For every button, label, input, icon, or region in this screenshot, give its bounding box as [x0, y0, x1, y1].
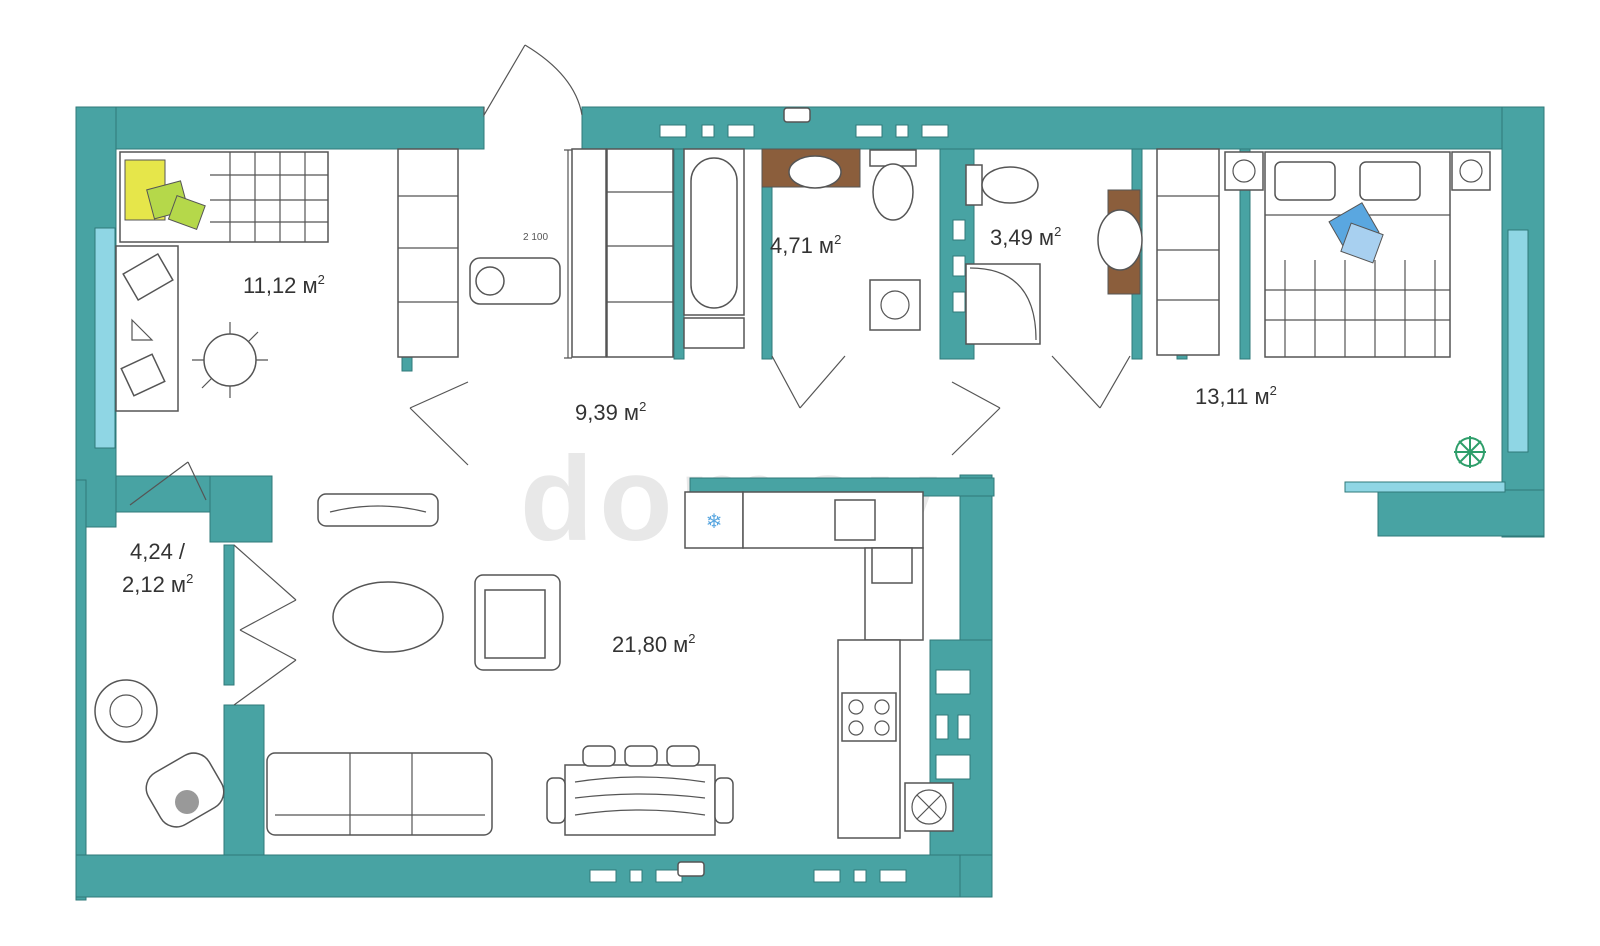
coffee-table-icon: [332, 581, 444, 653]
shower-icon: [965, 263, 1041, 345]
room-area-bathroom: 4,71 м2: [770, 232, 841, 258]
toilet-icon: [965, 164, 1039, 206]
washing-machine-icon: [869, 279, 921, 331]
armchair-icon: [474, 574, 561, 671]
office-chair-icon: [192, 322, 268, 398]
sofa-icon: [266, 752, 493, 836]
stove-icon: [841, 692, 897, 742]
lounge-chair-icon: [145, 752, 225, 828]
toilet-icon: [869, 149, 917, 221]
room-area-hallway: 9,39 м2: [575, 399, 646, 425]
plant-icon: [1454, 436, 1486, 468]
sink-icon: [1097, 189, 1143, 295]
round-table-icon: [94, 679, 158, 743]
bed-icon: [119, 151, 329, 243]
windows: [94, 227, 1529, 493]
room-area-bedroom-left: 11,12 м2: [243, 272, 325, 298]
dining-table-icon: [546, 745, 734, 836]
nightstand-icon: [1224, 151, 1491, 191]
ventilation-icon: [904, 782, 954, 832]
door-icon: [129, 44, 1131, 706]
svg-text:❄: ❄: [706, 509, 723, 533]
room-area-shower-room: 3,49 м2: [990, 224, 1061, 250]
meter-icon: [677, 107, 811, 877]
bathtub-icon: [683, 148, 745, 349]
desk-icon: [115, 245, 179, 412]
room-area-bedroom-right: 13,11 м2: [1195, 383, 1277, 409]
dimension-label: 2 100: [523, 232, 548, 243]
walls: [75, 106, 1545, 901]
room-area-living-kitchen: 21,80 м2: [612, 631, 696, 657]
dimension-line: [564, 149, 572, 359]
person-icon: [469, 257, 561, 305]
sink-icon: [761, 148, 861, 189]
wall-marks: [589, 124, 971, 883]
double-bed-icon: [1264, 151, 1451, 358]
kitchen-counter-icon: [742, 491, 924, 839]
wardrobe-icon: [1156, 148, 1220, 356]
room-area-balcony-line2: 2,12 м2: [122, 571, 193, 597]
kitchen-sink-icon: [834, 499, 913, 584]
room-area-balcony-line1: 4,24 /: [130, 539, 186, 564]
wardrobe-icon: [397, 148, 674, 358]
tv-stand-icon: [317, 493, 439, 527]
fridge-icon: ❄: [684, 491, 744, 549]
